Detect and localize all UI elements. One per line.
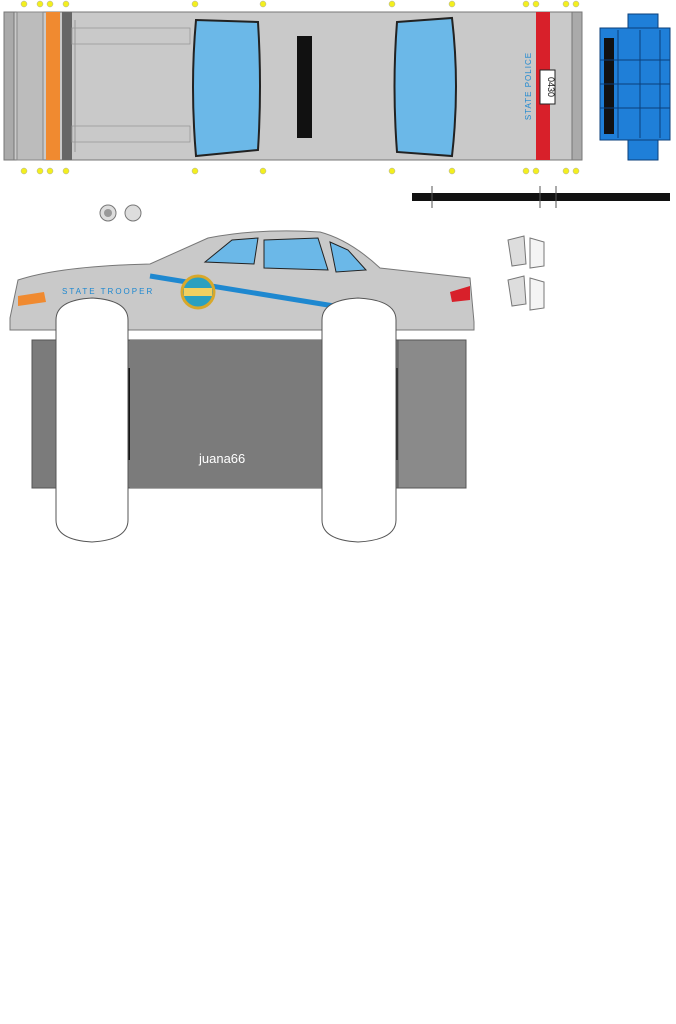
license-plate-text: 0430 <box>546 77 556 97</box>
front-orange-strip <box>46 12 60 160</box>
door-text: STATE POLICE <box>524 52 533 120</box>
chassis-base <box>31 297 467 543</box>
headlight-orange-upper <box>18 292 46 306</box>
side-window-front <box>203 237 259 265</box>
side-window-middle <box>263 237 329 271</box>
side-window-rear <box>329 241 368 273</box>
side-text-upper: STATE TROOPER <box>62 287 154 296</box>
antenna <box>412 186 670 208</box>
windshield <box>192 18 261 158</box>
mirrors <box>507 235 545 311</box>
alignment-dots <box>20 0 580 175</box>
spotlight-pieces <box>99 204 142 222</box>
grille <box>62 12 72 160</box>
rear-window <box>393 16 457 158</box>
taillight-red-upper <box>450 286 470 302</box>
roof-panel <box>3 11 583 161</box>
license-plate <box>539 69 556 105</box>
watermark-text: juana66 <box>199 451 246 466</box>
top-shell: 0430 STATE POLICE <box>3 11 583 161</box>
light-bar <box>599 13 671 161</box>
blue-stripe-upper <box>149 273 335 309</box>
light-bar-slot <box>297 36 312 138</box>
